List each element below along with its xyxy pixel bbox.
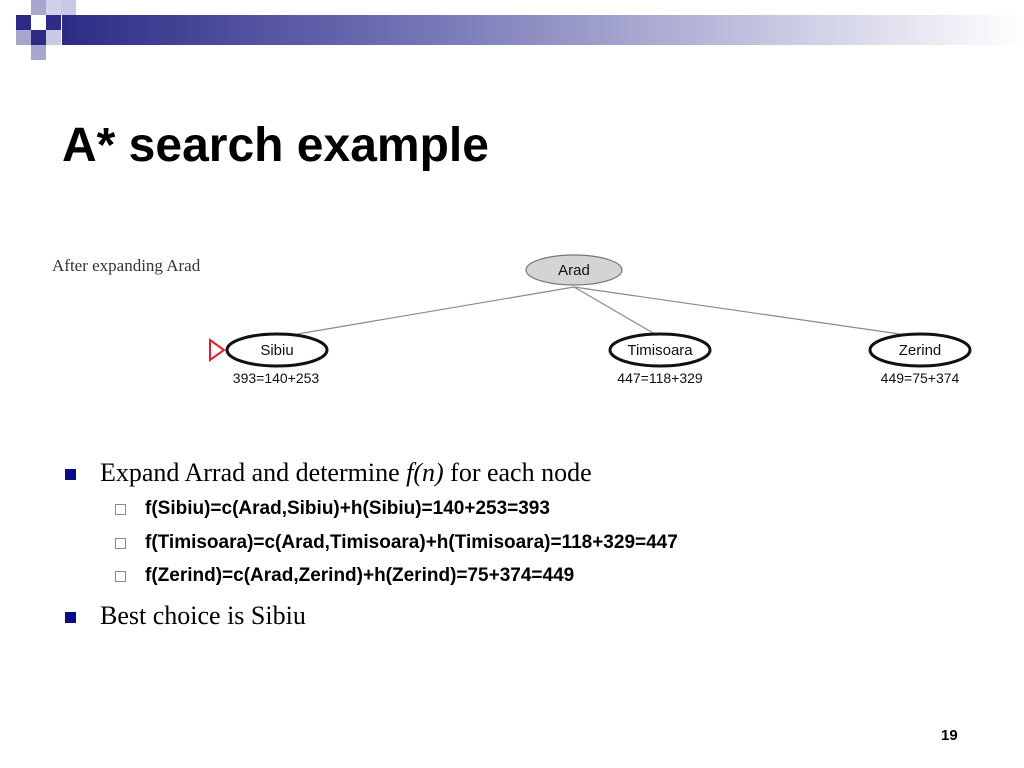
node-sibiu-fvalue: 393=140+253 <box>233 370 320 386</box>
node-zerind: Zerind 449=75+374 <box>868 332 972 386</box>
node-sibiu-label: Sibiu <box>260 342 293 359</box>
bullet-square-icon <box>65 612 76 623</box>
tree-edges <box>279 286 921 338</box>
sub-bullet-timisoara: f(Timisoara)=c(Arad,Timisoara)+h(Timisoa… <box>145 532 678 553</box>
bullet-text: Expand Arrad and determine <box>100 458 407 487</box>
bullet-fn-italic: f(n) <box>406 458 444 487</box>
node-timisoara: Timisoara 447=118+329 <box>608 332 712 386</box>
header-decoration <box>16 0 1024 60</box>
page-number: 19 <box>941 727 958 744</box>
bullet-expand-arad: Expand Arrad and determine f(n) for each… <box>100 458 592 488</box>
node-timisoara-fvalue: 447=118+329 <box>617 370 703 386</box>
bullet-best-choice: Best choice is Sibiu <box>100 601 306 630</box>
node-zerind-fvalue: 449=75+374 <box>881 370 960 386</box>
bullet-square-icon <box>65 469 76 480</box>
node-arad-label: Arad <box>558 262 590 279</box>
current-node-marker-icon <box>209 338 226 362</box>
bullet-text: for each node <box>443 458 592 487</box>
sub-bullet-square-icon <box>115 538 126 549</box>
sub-bullet-square-icon <box>115 571 126 582</box>
search-tree-diagram: After expanding Arad Arad Sibiu 393=140+… <box>52 254 972 386</box>
node-arad: Arad <box>525 254 623 286</box>
sub-bullet-square-icon <box>115 504 126 515</box>
sub-bullet-zerind: f(Zerind)=c(Arad,Zerind)+h(Zerind)=75+37… <box>145 565 575 586</box>
node-sibiu: Sibiu 393=140+253 <box>209 332 329 386</box>
slide-title: A* search example <box>62 119 489 172</box>
diagram-caption: After expanding Arad <box>52 256 201 275</box>
node-timisoara-label: Timisoara <box>627 342 693 359</box>
node-zerind-label: Zerind <box>899 342 942 359</box>
sub-bullet-sibiu: f(Sibiu)=c(Arad,Sibiu)+h(Sibiu)=140+253=… <box>145 498 550 519</box>
